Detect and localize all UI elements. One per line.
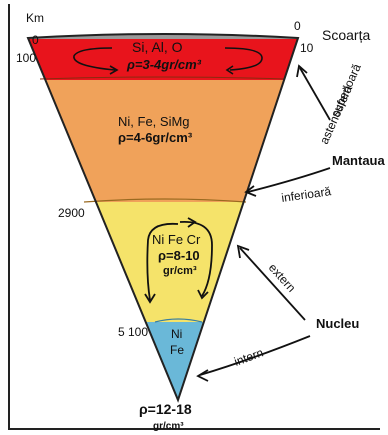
- label-nucleus: Nucleu: [316, 316, 359, 331]
- inner-core-density-unit: gr/cm³: [153, 421, 184, 432]
- outer-core-density: ρ=8-10: [158, 248, 200, 263]
- inner-core-line2: Fe: [170, 343, 184, 357]
- label-mantle: Mantaua: [332, 153, 386, 168]
- inner-core-density: ρ=12-18: [139, 401, 192, 417]
- crust-density: ρ=3-4gr/cm³: [126, 57, 202, 72]
- inner-core-line1: Ni: [171, 327, 182, 341]
- depth-left-2900: 2900: [58, 206, 85, 220]
- layer-inner-core: [0, 320, 388, 410]
- depth-right-10: 10: [300, 41, 314, 55]
- depth-left-0: 0: [32, 33, 39, 47]
- label-outer-core: extern: [266, 261, 299, 295]
- crust-name-label: Scoarța: [322, 27, 370, 43]
- label-inner-core: intern: [232, 345, 265, 368]
- arrow-upper-mantle: [300, 68, 330, 120]
- depth-right-0: 0: [294, 19, 301, 33]
- label-asthenosphere: astenosferă: [317, 83, 355, 146]
- mantle-density: ρ=4-6gr/cm³: [118, 130, 193, 145]
- depth-left-100: 100: [16, 51, 36, 65]
- label-lower-mantle: inferioară: [280, 184, 332, 205]
- depth-unit-label: Km: [26, 11, 44, 25]
- crust-composition: Si, Al, O: [132, 39, 183, 55]
- outer-core-unit: gr/cm³: [163, 265, 197, 277]
- outer-core-composition: Ni Fe Cr: [152, 232, 201, 247]
- arrow-inner-core-head: [198, 370, 208, 381]
- depth-left-5100: 5 100: [118, 325, 148, 339]
- mantle-composition: Ni, Fe, SiMg: [118, 114, 190, 129]
